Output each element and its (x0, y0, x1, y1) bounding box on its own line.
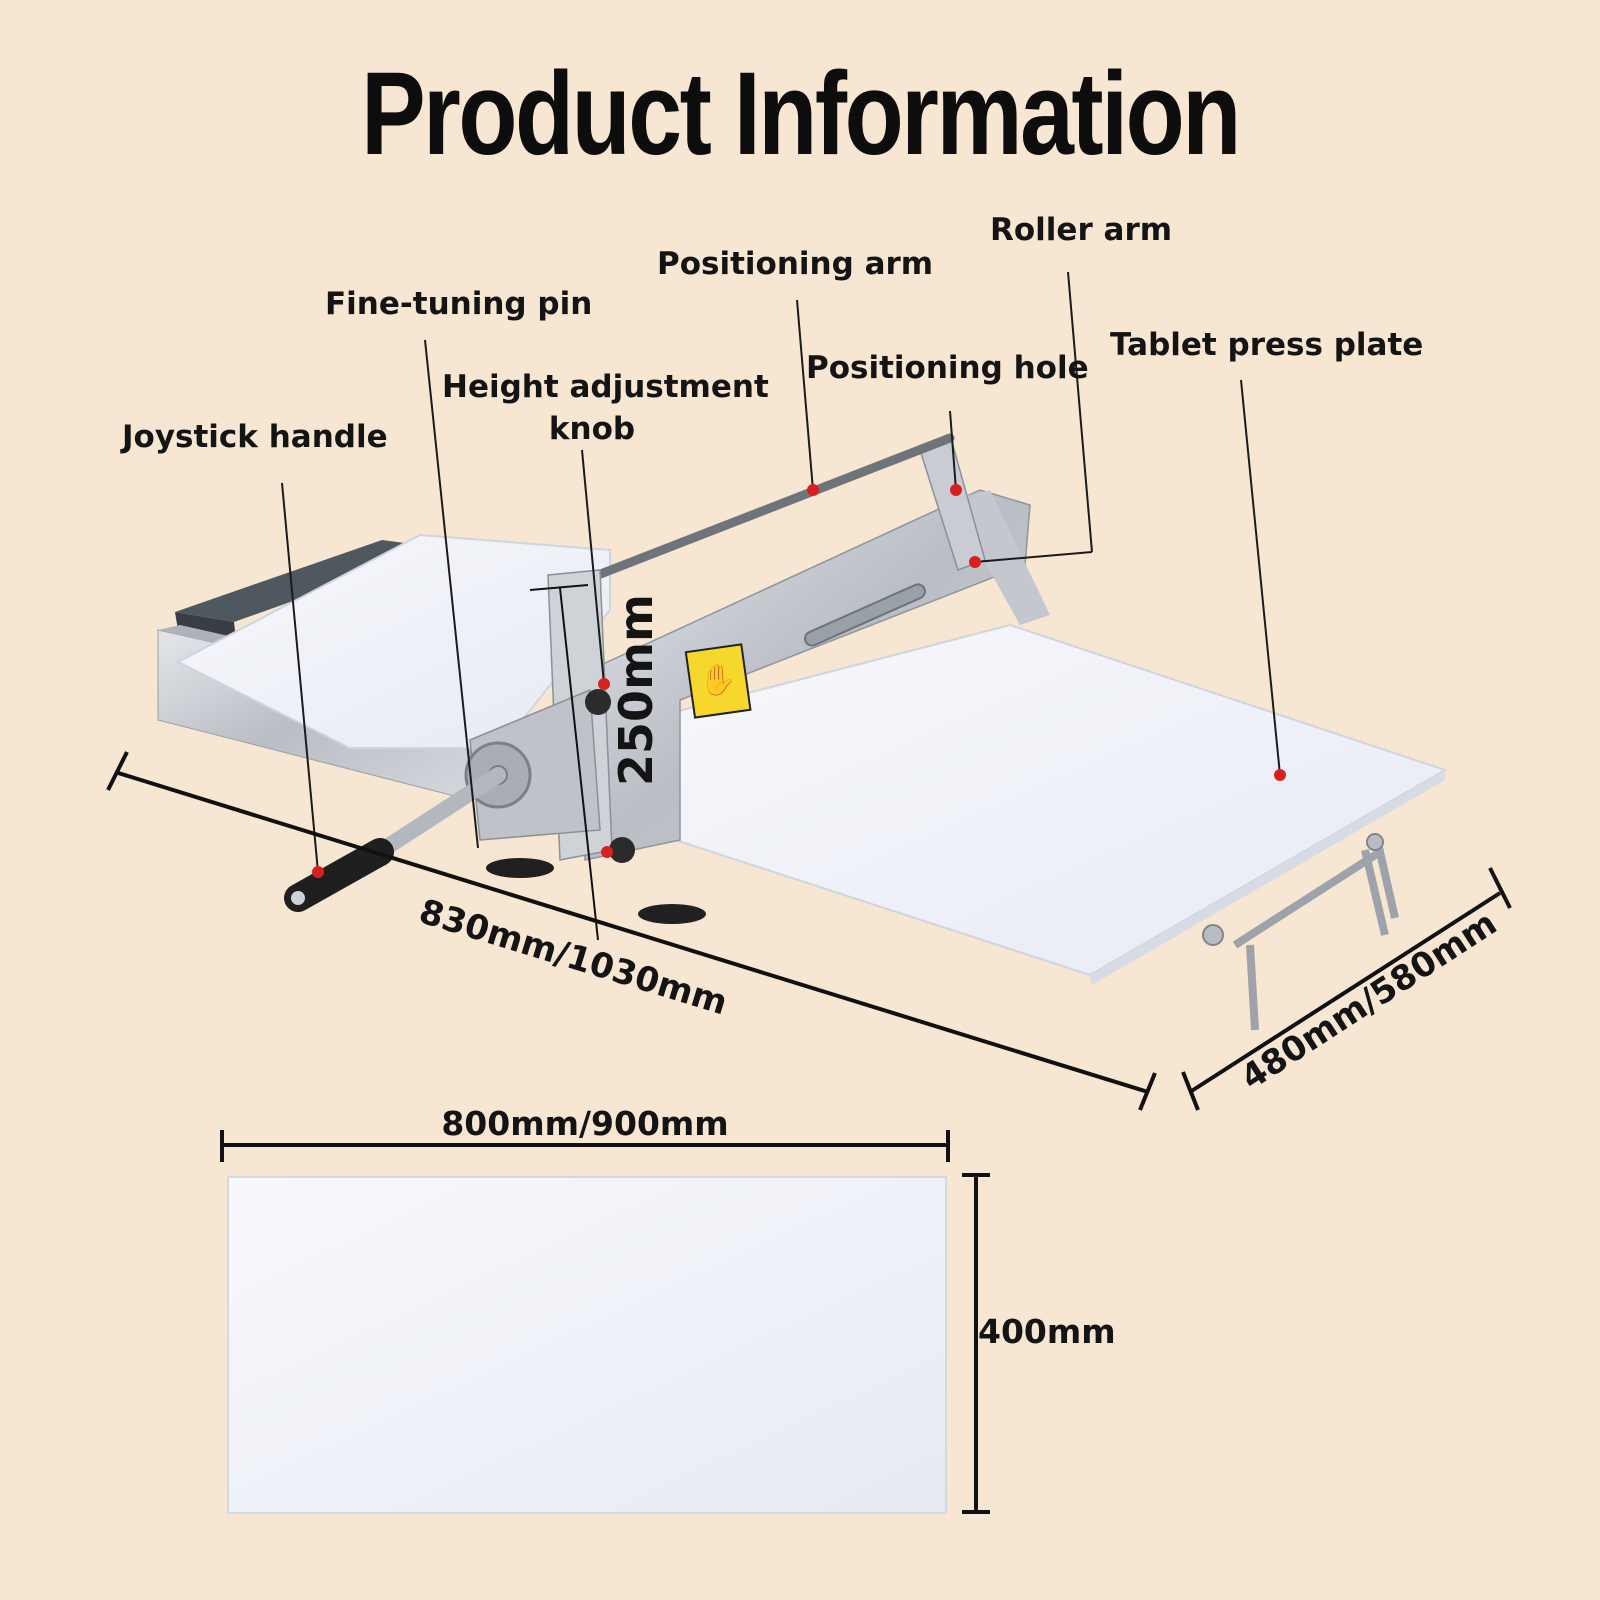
left-board (175, 533, 611, 749)
marker-positioning-hole (950, 484, 962, 496)
label-height-line1: Height adjustment (442, 369, 769, 405)
marker-roller-arm (969, 556, 981, 568)
positioning-rod (575, 433, 955, 587)
marker-press-plate (1274, 769, 1286, 781)
marker-lower-knob (601, 846, 613, 858)
joystick-grip (284, 838, 394, 912)
marker-joystick (312, 866, 324, 878)
svg-text:✋: ✋ (699, 662, 736, 698)
dimension-lines (106, 584, 1512, 1514)
marker-positioning-arm (807, 484, 819, 496)
dough-sheeter-machine: ✋ (157, 433, 1448, 1031)
press-plate-panel (227, 1176, 947, 1514)
suction-foot-left (486, 858, 554, 878)
dim-plate-width: 800mm/900mm (441, 1104, 728, 1143)
label-fine-tuning-pin: Fine-tuning pin (325, 286, 593, 322)
suction-foot-right (638, 904, 706, 924)
marker-height-knob (598, 678, 610, 690)
label-height-adjustment-knob: Height adjustment knob (442, 367, 769, 451)
leader-lines (281, 271, 1281, 873)
press-plate-board (658, 623, 1448, 977)
dim-plate-height: 400mm (978, 1312, 1116, 1351)
right-support-legs (1232, 845, 1399, 1031)
dim-depth: 480mm/580mm (1234, 903, 1504, 1098)
markers (312, 484, 1286, 878)
label-roller-arm: Roller arm (990, 212, 1173, 248)
label-joystick-handle: Joystick handle (122, 419, 388, 455)
label-height-line2: knob (548, 410, 636, 447)
dim-height: 250mm (609, 594, 663, 786)
label-positioning-hole: Positioning hole (806, 350, 1089, 386)
lower-knob (609, 837, 635, 863)
label-positioning-arm: Positioning arm (657, 246, 934, 282)
upper-knob (585, 689, 611, 715)
label-tablet-press-plate: Tablet press plate (1110, 327, 1424, 363)
crank-arm (382, 767, 506, 853)
warning-sticker (684, 643, 752, 719)
page-title: Product Information (361, 48, 1241, 180)
